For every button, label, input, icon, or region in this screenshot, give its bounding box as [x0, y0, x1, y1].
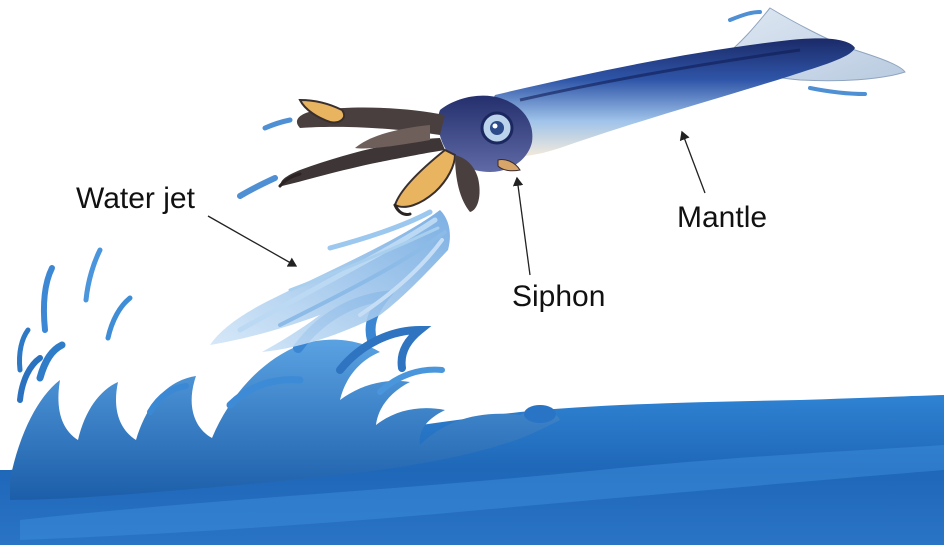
siphon-label: Siphon: [512, 282, 605, 312]
mantle-pointer: [682, 132, 705, 193]
squid: [280, 8, 905, 215]
water-jet-label: Water jet: [76, 184, 195, 214]
water-jet-pointer: [208, 216, 296, 266]
squid-mantle: [489, 38, 855, 156]
mantle-label: Mantle: [677, 203, 767, 233]
siphon-pointer: [517, 178, 530, 275]
